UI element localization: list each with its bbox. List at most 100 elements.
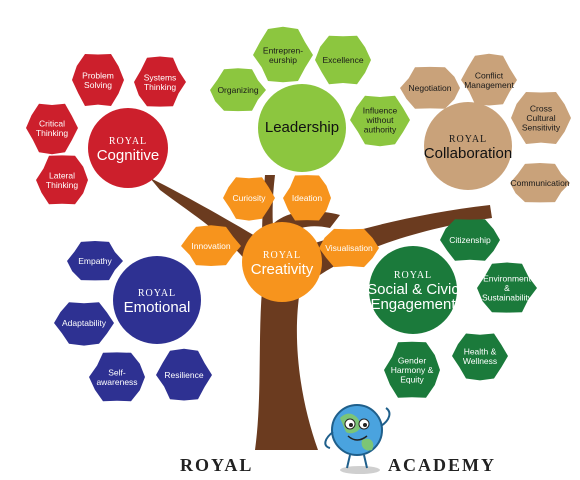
- leaf-emotional-4: Resilience: [156, 348, 212, 401]
- hub-circle: [369, 246, 457, 334]
- hub-circle: [258, 84, 346, 172]
- leaf-leadership-1: Entrepren-eurship: [253, 26, 313, 83]
- leaf-label: Negotiation: [408, 83, 451, 93]
- leaf-shape: [315, 35, 371, 85]
- leaf-shape: [210, 68, 266, 112]
- leaf-label: Adaptability: [62, 318, 107, 328]
- brand-left: ROYAL: [180, 455, 253, 475]
- leaf-shape: [223, 177, 275, 221]
- leaf-shape: [26, 103, 78, 155]
- leaf-shape: [89, 352, 145, 402]
- leaf-label: Visualisation: [325, 243, 373, 253]
- leaf-label: Ideation: [292, 193, 323, 203]
- hub-title: Creativity: [251, 261, 314, 278]
- leaf-creativity-3: Innovation: [181, 225, 241, 266]
- hub-prefix: ROYAL: [394, 270, 432, 281]
- leaf-shape: [350, 95, 410, 147]
- leaf-social-2: Environment&Sustainability: [477, 262, 537, 313]
- leaf-emotional-2: Adaptability: [54, 302, 114, 346]
- leaf-leadership-2: Excellence: [315, 35, 371, 85]
- globe-mascot-icon: [324, 404, 391, 474]
- hub-prefix: ROYAL: [138, 288, 176, 299]
- leaf-label: Environment&Sustainability: [482, 274, 533, 303]
- leaf-shape: [72, 54, 124, 106]
- leaf-shape: [400, 66, 460, 109]
- hub-circle: [113, 256, 201, 344]
- leaf-shape: [181, 225, 241, 266]
- leaf-social-1: Citizenship: [440, 219, 500, 261]
- leaf-shape: [461, 53, 517, 106]
- hub-title: Cognitive: [97, 147, 160, 164]
- leaf-label: Excellence: [322, 55, 363, 65]
- leaf-label: Resilience: [164, 370, 203, 380]
- hub-prefix: ROYAL: [263, 250, 301, 261]
- hub-title: Leadership: [265, 119, 339, 136]
- leaf-emotional-3: Self-awareness: [89, 352, 145, 402]
- leaf-collaboration-4: Communication: [510, 163, 570, 203]
- leaf-shape: [452, 333, 508, 381]
- hub-leadership: Leadership: [258, 84, 346, 172]
- leaf-shape: [477, 262, 537, 313]
- hub-circle: [88, 108, 168, 188]
- hub-prefix: ROYAL: [449, 134, 487, 145]
- leaf-emotional-1: Empathy: [67, 241, 123, 281]
- leaf-collaboration-1: Negotiation: [400, 66, 460, 109]
- leaf-creativity-1: Curiosity: [223, 177, 275, 221]
- leaf-shape: [156, 348, 212, 401]
- leaf-shape: [67, 241, 123, 281]
- leaf-shape: [510, 163, 570, 203]
- leaf-label: Organizing: [217, 85, 258, 95]
- hub-circle: [424, 102, 512, 190]
- leaf-shape: [440, 219, 500, 261]
- leaf-shape: [36, 155, 88, 205]
- leaf-shape: [511, 92, 571, 144]
- leaf-label: Entrepren-eurship: [263, 45, 303, 65]
- leaf-shape: [283, 175, 331, 221]
- leaf-shape: [54, 302, 114, 346]
- leaf-label: Curiosity: [232, 193, 266, 203]
- hub-circle: [242, 222, 322, 302]
- leaf-label: Self-awareness: [96, 367, 137, 387]
- leaf-shape: [253, 26, 313, 83]
- leaf-label: Empathy: [78, 256, 112, 266]
- leaf-label: Innovation: [191, 241, 230, 251]
- leaf-social-3: Health &Wellness: [452, 333, 508, 381]
- leaf-creativity-4: Visualisation: [319, 228, 379, 268]
- leaf-shape: [319, 228, 379, 268]
- hub-title: Collaboration: [424, 145, 512, 162]
- leaf-creativity-2: Ideation: [283, 175, 331, 221]
- brand-right: ACADEMY: [388, 455, 496, 475]
- hub-title: Emotional: [124, 299, 191, 316]
- leaf-label: Communication: [510, 178, 569, 188]
- hub-prefix: ROYAL: [109, 136, 147, 147]
- leaf-label: Citizenship: [449, 235, 491, 245]
- leaf-shape: [134, 56, 186, 107]
- leaf-leadership-3: Organizing: [210, 68, 266, 112]
- leaf-shape: [384, 341, 440, 398]
- leaf-label: Health &Wellness: [463, 346, 497, 366]
